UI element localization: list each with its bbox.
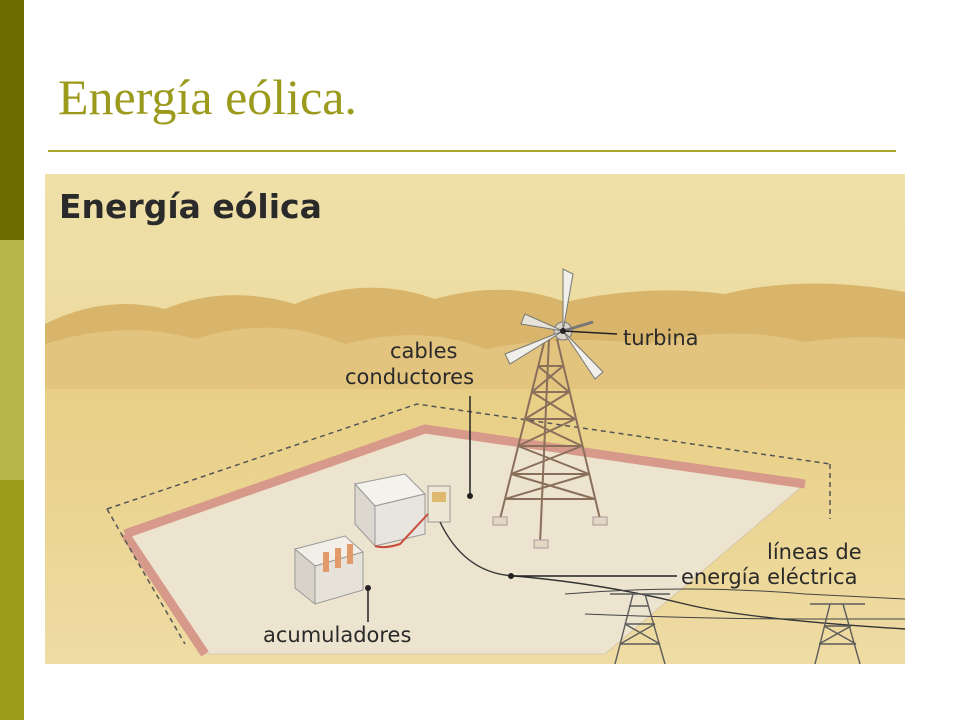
platform-wall-back xyxy=(123,424,806,539)
turbine-tower xyxy=(499,338,601,545)
pylon-right xyxy=(810,603,865,664)
power-line-lower xyxy=(584,613,905,620)
label-lineas-line2: energía eléctrica xyxy=(681,565,857,589)
platform-wall-left xyxy=(121,531,209,657)
label-cables-line2: conductores xyxy=(345,365,474,389)
wind-energy-illustration: Energía eólica turbina cables conductore… xyxy=(45,174,905,664)
slide-title: Energía eólica. xyxy=(58,69,357,125)
label-cables-line1: cables xyxy=(390,339,457,363)
left-stripe-mid xyxy=(0,480,24,720)
small-cabinet xyxy=(427,485,451,523)
red-cable xyxy=(374,513,429,549)
label-lineas-line1: líneas de xyxy=(767,540,862,564)
leader-turbina xyxy=(562,330,618,335)
figure-heading: Energía eólica xyxy=(59,187,322,226)
control-building xyxy=(354,473,426,548)
fence-dashed-left xyxy=(106,508,186,645)
label-acumuladores: acumuladores xyxy=(263,623,411,647)
label-turbina: turbina xyxy=(623,326,699,350)
title-divider xyxy=(48,150,896,152)
pylon-left xyxy=(610,593,670,664)
fence-dashed-back xyxy=(106,403,831,510)
left-stripe-dark xyxy=(0,0,24,240)
power-line-upper xyxy=(564,588,905,600)
left-stripe-light xyxy=(0,240,24,480)
accumulators-block xyxy=(293,535,365,606)
